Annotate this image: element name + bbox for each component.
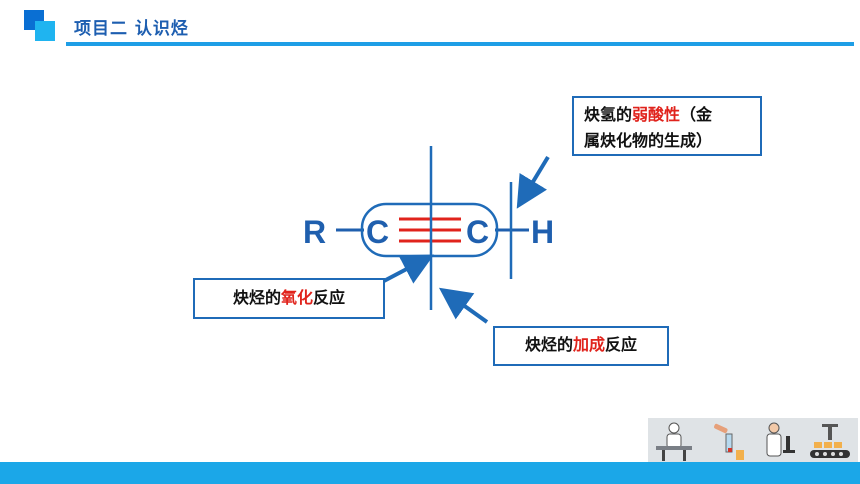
- arrow-addition: [438, 287, 489, 324]
- header-divider: [66, 42, 854, 46]
- oxidation-prefix: 炔烃的: [232, 288, 281, 307]
- atom-c1: C: [366, 214, 389, 250]
- robot-conveyor-icon: [810, 424, 850, 458]
- addition-suffix: 反应: [605, 335, 638, 354]
- acidity-prefix: 炔氢的: [584, 105, 633, 124]
- addition-prefix: 炔烃的: [524, 335, 573, 354]
- acidity-label-line2: 属炔化物的生成）: [584, 131, 713, 150]
- acidity-label-line1: 炔氢的弱酸性（金: [584, 102, 750, 128]
- atom-c2: C: [466, 214, 489, 250]
- oxidation-suffix: 反应: [313, 288, 346, 307]
- scientist-microscope-icon: [766, 422, 795, 457]
- addition-label-box: 炔烃的加成反应: [493, 326, 669, 366]
- acidity-highlight: 弱酸性: [632, 105, 681, 124]
- atom-r: R: [303, 214, 326, 250]
- footer-bar: [0, 462, 860, 484]
- chef-icon: [656, 422, 692, 461]
- acidity-suffix: （金: [680, 105, 713, 124]
- atom-h: H: [531, 214, 554, 250]
- oxidation-highlight: 氧化: [280, 288, 313, 307]
- oxidation-label-box: 炔烃的氧化反应: [193, 278, 385, 319]
- page-title: 项目二 认识烃: [74, 19, 189, 39]
- addition-highlight: 加成: [572, 335, 605, 354]
- acidity-label-box: 炔氢的弱酸性（金 属炔化物的生成）: [572, 96, 762, 156]
- lab-hands-icon: [714, 423, 744, 460]
- arrow-acid: [516, 155, 550, 209]
- logo-front-square: [35, 21, 55, 41]
- arrow-oxidation: [381, 254, 435, 284]
- footer-illustration-panel: [648, 418, 858, 464]
